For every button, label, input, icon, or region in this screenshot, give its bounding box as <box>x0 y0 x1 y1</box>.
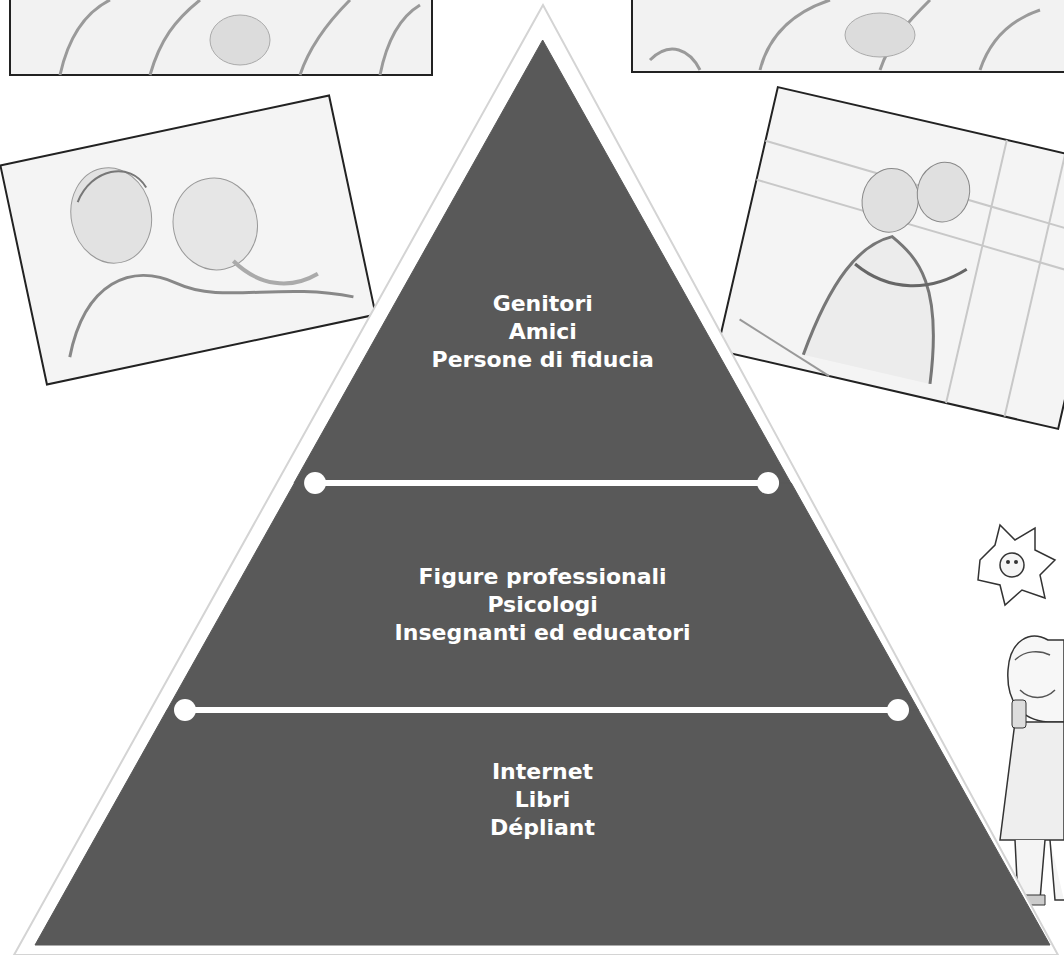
divider-line <box>315 480 768 486</box>
band-shape <box>294 40 791 483</box>
band-fill <box>167 483 918 710</box>
divider-dot <box>757 472 779 494</box>
pyramid-band: GenitoriAmiciPersone di fiducia <box>294 40 791 483</box>
band-label: Libri <box>35 786 1050 814</box>
pyramid-band: Figure professionaliPsicologiInsegnanti … <box>167 483 918 710</box>
band-label: Psicologi <box>167 591 918 619</box>
divider-dot <box>887 699 909 721</box>
band-text-group: InternetLibriDépliant <box>35 758 1050 842</box>
band-label: Persone di fiducia <box>294 346 791 374</box>
band-text-group: Figure professionaliPsicologiInsegnanti … <box>167 563 918 647</box>
band-fill <box>35 710 1050 945</box>
band-label: Genitori <box>294 290 791 318</box>
divider-dot <box>304 472 326 494</box>
band-label: Amici <box>294 318 791 346</box>
band-label: Figure professionali <box>167 563 918 591</box>
band-label: Dépliant <box>35 814 1050 842</box>
sketch-photo <box>632 0 1064 72</box>
band-label: Insegnanti ed educatori <box>167 619 918 647</box>
band-text-group: GenitoriAmiciPersone di fiducia <box>294 290 791 374</box>
band-fill <box>294 40 791 483</box>
pyramid-band: InternetLibriDépliant <box>35 710 1050 945</box>
sketch-photo <box>717 87 1064 429</box>
divider-dot <box>174 699 196 721</box>
divider-line <box>185 707 898 713</box>
band-label: Internet <box>35 758 1050 786</box>
sketch-photo <box>0 96 375 385</box>
sketch-photo <box>10 0 432 75</box>
pyramid-outline <box>14 5 1058 955</box>
